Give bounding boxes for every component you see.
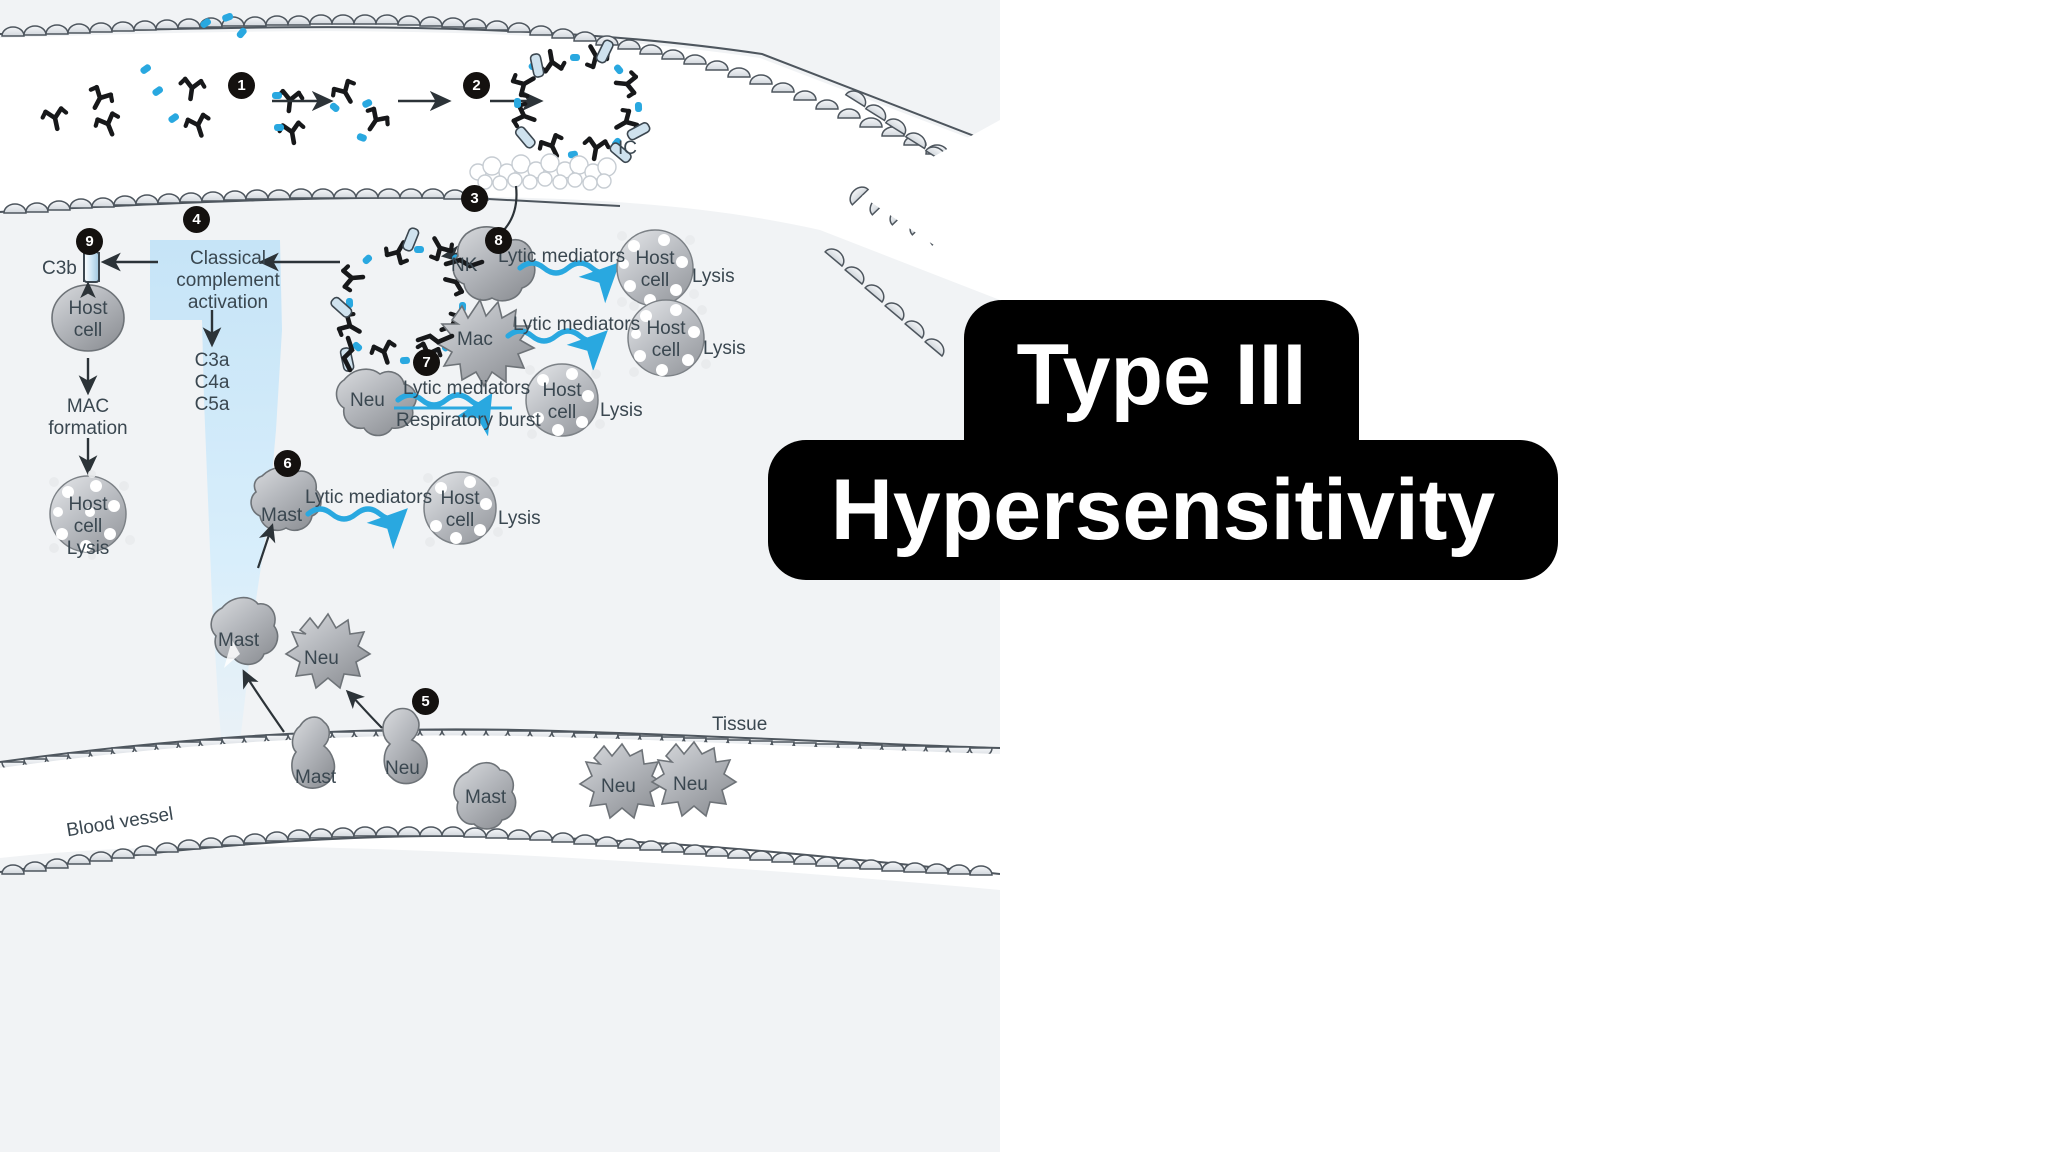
effector-label-nk: NK (451, 255, 478, 276)
host-cell-lysed-mast (423, 471, 503, 547)
mac-formation-line2: formation (48, 418, 128, 439)
target-neu-line2: cell (547, 402, 577, 423)
complement-product-c4a: C4a (194, 372, 230, 393)
title-line-2: Hypersensitivity (768, 440, 1558, 580)
complement-product-c3a: C3a (194, 350, 230, 371)
mediator-label-nk: Lytic mediators (498, 246, 626, 267)
complement-heading-line3: activation (187, 292, 269, 313)
target-mac-line2: cell (651, 340, 681, 361)
host-cell-lysed-nk (616, 229, 699, 307)
complement-heading-line2: complement (176, 270, 280, 291)
target-mac-line1: Host (646, 318, 686, 339)
title-line-1: Type III (964, 300, 1359, 450)
host-cell-intact-line1: Host (68, 298, 108, 319)
target-mast-line1: Host (440, 488, 480, 509)
step-badge-5: 5 (412, 688, 439, 715)
outcome-mac: Lysis (703, 338, 746, 359)
migrating-cell-label: Mast (465, 787, 507, 808)
endothelium-top (0, 14, 1000, 173)
step-badge-6: 6 (274, 450, 301, 477)
arrow-mast-migrate-up (256, 523, 276, 569)
arrow-neu-extravasate (345, 689, 383, 729)
label-tissue: Tissue (712, 714, 768, 735)
target-mast-line2: cell (445, 510, 475, 531)
target-nk-line2: cell (640, 270, 670, 291)
target-nk-line1: Host (635, 248, 675, 269)
effector-label-mac: Mac (457, 329, 493, 350)
step-badge-2: 2 (463, 72, 490, 99)
effector-label-mast: Mast (261, 505, 303, 526)
migrating-cells (210, 596, 738, 830)
migrating-cell-label: Neu (601, 776, 636, 797)
host-cell-lysed-mac (627, 299, 711, 377)
migrating-cell-label: Neu (385, 758, 420, 779)
migrating-cell-label: Mast (218, 630, 260, 651)
title-block: Type III Hypersensitivity (768, 300, 1558, 580)
c3b-pore (83, 251, 100, 283)
ic-deposits (469, 153, 617, 191)
respiratory-burst-label: Respiratory burst (396, 410, 541, 431)
complement-heading-line1: Classical (189, 248, 267, 269)
lytic-mediator-arrows (305, 260, 620, 550)
step-badge-7: 7 (413, 349, 440, 376)
step-badge-8: 8 (485, 227, 512, 254)
outcome-mast: Lysis (498, 508, 541, 529)
antigen-particles (140, 12, 247, 123)
outcome-nk: Lysis (692, 266, 735, 287)
mediator-label-neu: Lytic mediators (403, 378, 531, 399)
host-cell-intact-line2: cell (73, 320, 103, 341)
migrating-cell-label: Mast (295, 767, 337, 788)
endothelium-lower (0, 728, 1000, 772)
host-cell-lysed-neu (525, 363, 605, 439)
mac-cell (436, 298, 536, 388)
target-neu-line1: Host (542, 380, 582, 401)
immune-complex-ring-top (511, 39, 651, 164)
migrating-cell-label: Neu (304, 648, 339, 669)
neu-cell (335, 368, 417, 437)
step-badge-9: 9 (76, 228, 103, 255)
arrow-mast-extravasate (242, 669, 285, 733)
mast-cell-active (250, 466, 322, 532)
mediator-label-mac: Lytic mediators (513, 314, 641, 335)
step-badge-1: 1 (228, 72, 255, 99)
mac-formation-line1: MAC (66, 396, 110, 417)
effector-label-neu: Neu (350, 390, 385, 411)
endothelium-middle (0, 86, 990, 357)
label-c3b: C3b (42, 258, 77, 279)
host-cell-lysed-left-line1: Host (68, 494, 108, 515)
step-badge-4: 4 (183, 206, 210, 233)
nk-cell (452, 226, 536, 302)
complement-band (150, 240, 282, 820)
complement-product-c5a: C5a (194, 394, 230, 415)
lysis-label-left: Lysis (66, 538, 110, 559)
migrating-cell-label: Neu (673, 774, 708, 795)
mediator-label-mast: Lytic mediators (305, 487, 433, 508)
label-ic: IC (618, 138, 637, 159)
outcome-neu: Lysis (600, 400, 643, 421)
step-badge-3: 3 (461, 185, 488, 212)
host-cell-lysed-left-line2: cell (73, 516, 103, 537)
endothelium-bottom (0, 826, 1000, 876)
host-cell-lysed-left (49, 470, 135, 560)
